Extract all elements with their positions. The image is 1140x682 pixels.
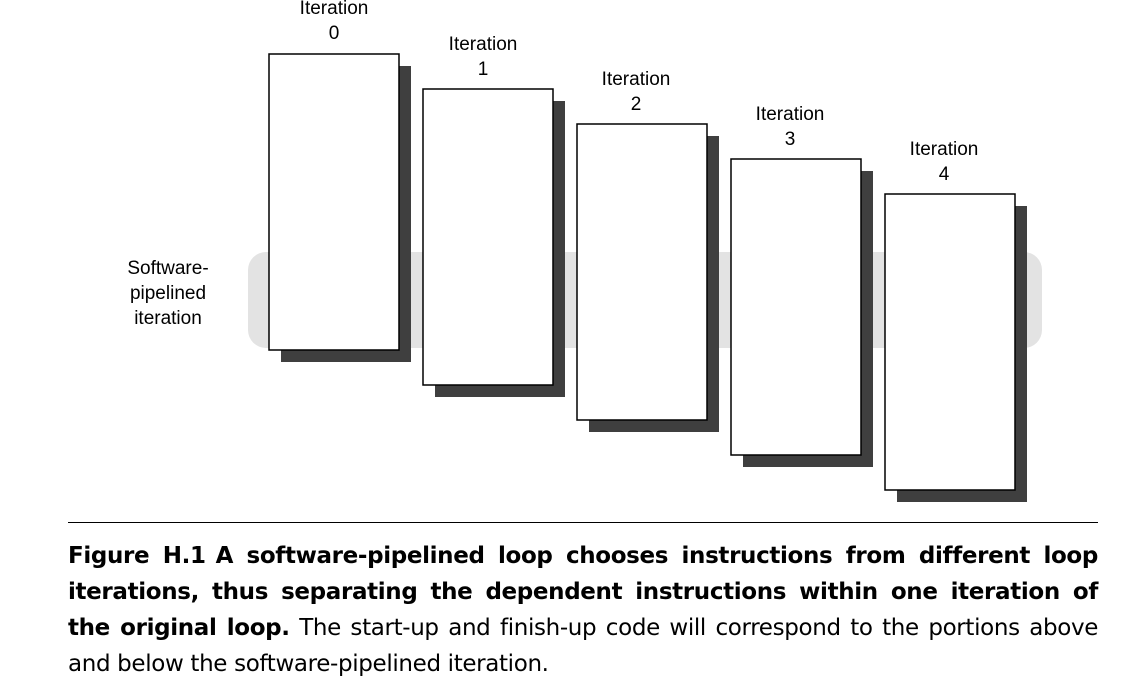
iteration-label-4-number: 4 [938,164,950,185]
iteration-box-4 [884,193,1016,491]
iteration-label-2-word: Iteration [601,69,671,90]
caption-regular-text: The start-up and finish-up code will cor… [68,615,1099,677]
iteration-label-2: Iteration 2 [566,67,706,117]
iteration-label-0-word: Iteration [299,0,369,19]
iteration-label-0: Iteration 0 [264,0,404,46]
iteration-label-4: Iteration 4 [874,137,1014,187]
caption-bold-text: A software-pipelined loop chooses instru… [68,543,1099,641]
iteration-label-3-number: 3 [784,129,796,150]
pipeline-diagram-svg [248,53,1042,502]
side-label-line-3: iteration [134,308,202,329]
iteration-box-3 [730,158,862,456]
iteration-boxes [268,53,1027,502]
iteration-label-2-number: 2 [630,94,642,115]
iteration-label-0-number: 0 [328,23,340,44]
iteration-box-2 [576,123,708,421]
software-pipelined-iteration-label: Software- pipelined iteration [100,256,236,331]
iteration-label-1-word: Iteration [448,34,518,55]
iteration-label-1: Iteration 1 [413,32,553,82]
pipeline-diagram: Iteration 0 Iteration 1 Iteration 2 Iter… [100,0,1042,502]
side-label-line-1: Software- [127,258,209,279]
iteration-box-1 [422,88,554,386]
caption-rule [68,522,1098,523]
iteration-label-4-word: Iteration [909,139,979,160]
figure-number: Figure H.1 [68,543,206,569]
iteration-box-0 [268,53,400,351]
iteration-label-3: Iteration 3 [720,102,860,152]
iteration-label-1-number: 1 [477,59,489,80]
side-label-line-2: pipelined [129,283,207,304]
iteration-label-3-word: Iteration [755,104,825,125]
